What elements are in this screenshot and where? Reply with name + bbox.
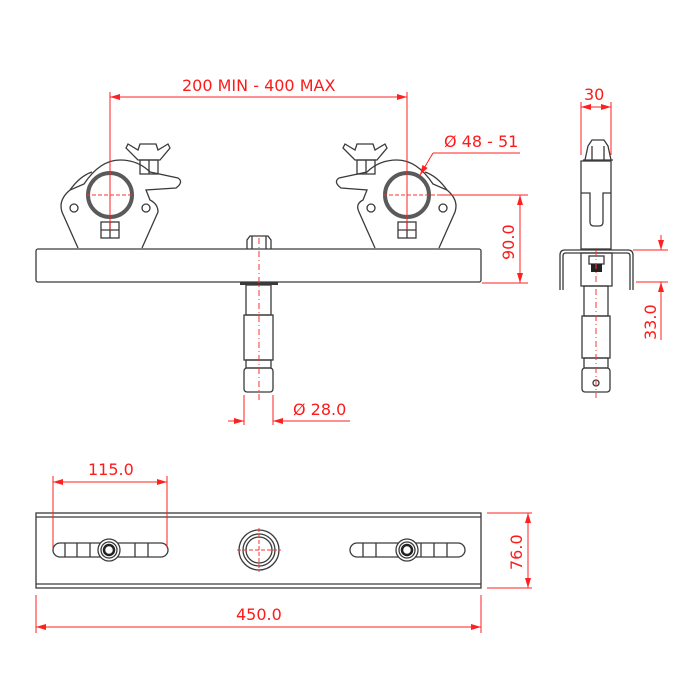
side-clamp-body [580,160,612,250]
height-dimension-label: 90.0 [499,224,518,260]
side-offset-label: 33.0 [641,304,660,340]
side-width-label: 30 [584,85,605,104]
spigot [240,282,278,393]
front-view [35,92,528,425]
center-hole [237,528,281,572]
plate-length-label: 450.0 [236,605,282,624]
plate-width-label: 76.0 [507,534,526,570]
top-view [35,476,532,633]
tube-diameter-leader [419,152,434,176]
top-plate [35,512,482,589]
side-view [559,102,668,398]
center-bolt-head [246,235,272,249]
spigot-diameter-label: Ø 28.0 [293,400,347,419]
right-clamp [335,143,457,249]
right-slot [349,538,466,562]
left-slot [52,538,169,562]
span-dimension-label: 200 MIN - 400 MAX [182,76,336,95]
tube-diameter-label: Ø 48 - 51 [444,132,519,151]
slot-length-label: 115.0 [88,460,134,479]
left-clamp [60,143,182,249]
